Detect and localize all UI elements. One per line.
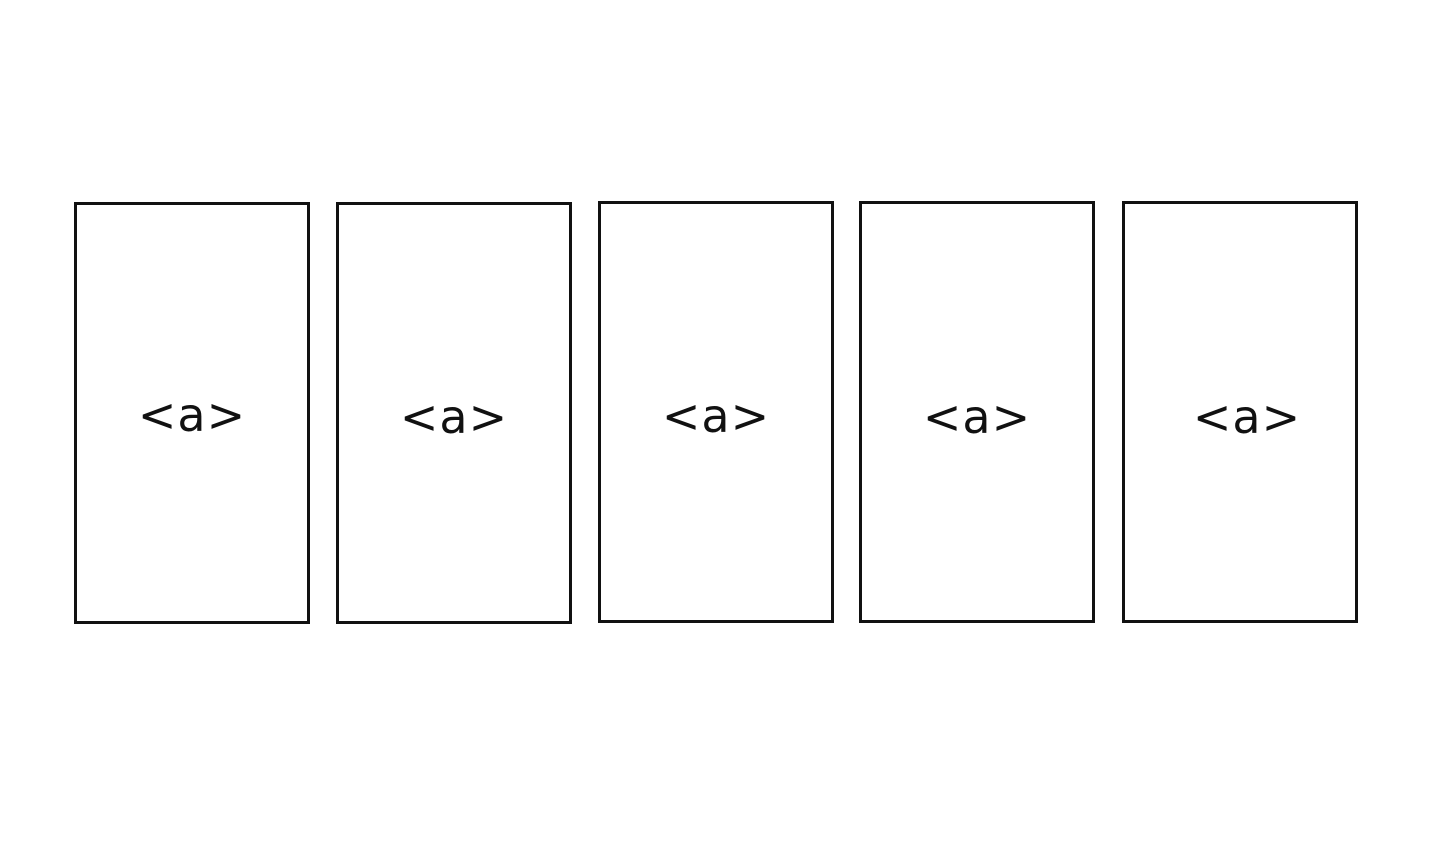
box-4-label: <a> <box>922 390 1032 444</box>
box-1-label: <a> <box>137 388 247 442</box>
box-3: <a> <box>598 201 834 623</box>
box-2-label: <a> <box>399 390 509 444</box>
box-5: <a> <box>1122 201 1358 623</box>
box-3-label: <a> <box>661 389 771 443</box>
box-5-label: <a> <box>1192 390 1302 444</box>
box-4: <a> <box>859 201 1095 623</box>
box-1: <a> <box>74 202 310 624</box>
box-2: <a> <box>336 202 572 624</box>
